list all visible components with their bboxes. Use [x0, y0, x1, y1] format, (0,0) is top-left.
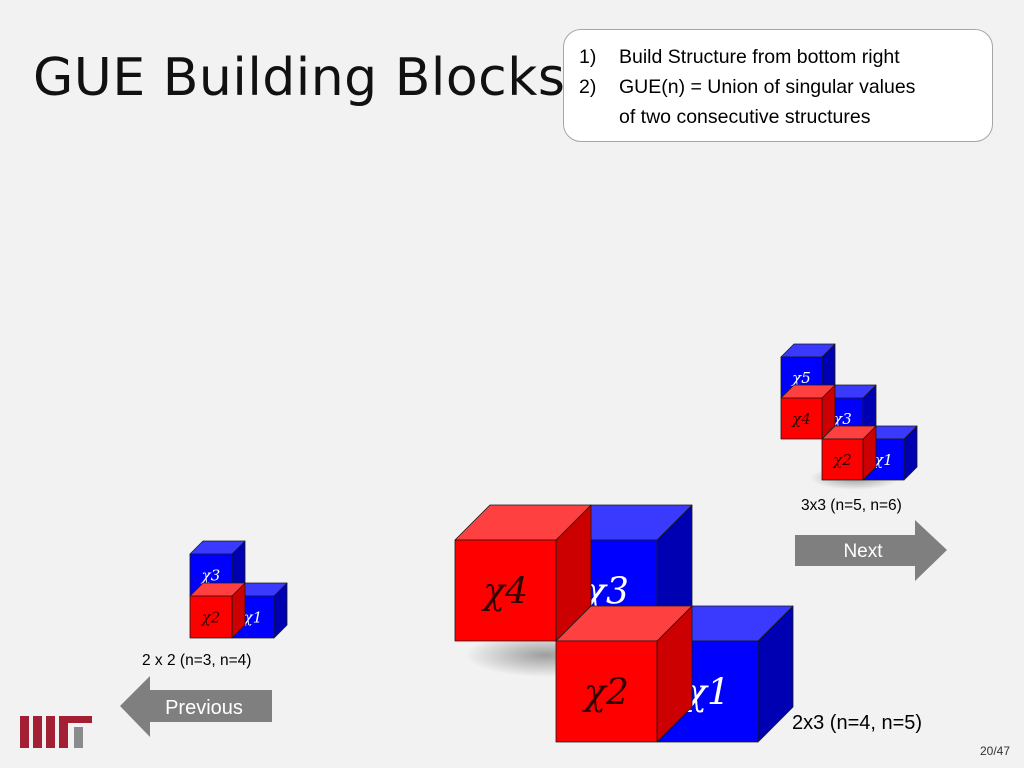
structure-2x2: χ3 χ1 χ2 [189, 540, 288, 639]
block-label: χ3 [201, 566, 221, 584]
note-text: of two consecutive structures [619, 106, 871, 128]
note-text: GUE(n) = Union of singular values [619, 76, 916, 98]
note-item: 1) Build Structure from bottom right [579, 42, 992, 72]
block-label: χ5 [791, 369, 811, 387]
caption-3x3: 3x3 (n=5, n=6) [801, 497, 902, 514]
structure-3x3: χ5 χ3 χ4 χ1 χ2 [780, 343, 918, 481]
block-red: χ4 [780, 384, 836, 440]
note-text: Build Structure from bottom right [619, 46, 900, 68]
block-label: χ2 [832, 451, 852, 469]
next-label: Next [843, 541, 883, 562]
next-arrow-shape [795, 520, 947, 581]
block-label: χ4 [791, 410, 811, 428]
note-number: 2) [579, 76, 597, 98]
next-button[interactable]: Next [795, 520, 947, 581]
block-label: χ1 [873, 451, 893, 469]
caption-2x2: 2 x 2 (n=3, n=4) [142, 652, 252, 669]
mit-logo [20, 716, 92, 748]
note-item: of two consecutive structures [579, 102, 992, 132]
previous-label: Previous [165, 697, 243, 719]
notes-box: 1) Build Structure from bottom right 2) … [563, 29, 993, 142]
block-blue: χ5 [780, 343, 836, 399]
slide-title: GUE Building Blocks [33, 48, 566, 108]
block-red: χ2 [189, 582, 246, 639]
note-number: 1) [579, 46, 597, 68]
block-label: χ4 [480, 572, 528, 613]
block-red: χ2 [821, 425, 877, 481]
block-label: χ1 [243, 608, 263, 626]
caption-2x3: 2x3 (n=4, n=5) [792, 712, 923, 734]
block-red: χ4 [454, 504, 592, 642]
note-item: 2) GUE(n) = Union of singular values [579, 72, 992, 102]
block-label: χ2 [201, 608, 221, 626]
previous-arrow-shape [120, 676, 272, 737]
block-label: χ2 [581, 673, 629, 714]
page-number: 20/47 [979, 744, 1010, 758]
block-red: χ2 [555, 605, 693, 743]
block-label: χ3 [832, 410, 852, 428]
previous-button[interactable]: Previous [120, 676, 272, 737]
